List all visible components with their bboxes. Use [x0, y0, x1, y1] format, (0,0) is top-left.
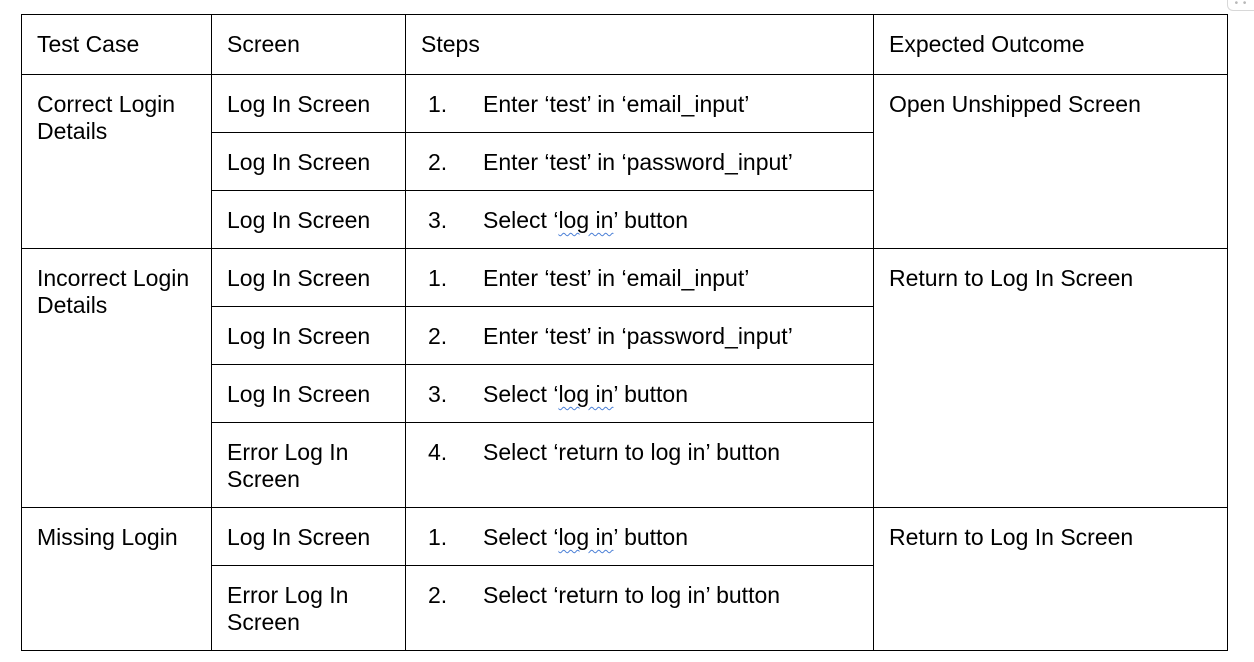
table-row: Log In Screen 3. Select ‘log in’ button	[22, 364, 1228, 423]
header-screen: Screen	[211, 14, 406, 75]
step-number: 2.	[428, 149, 448, 175]
screen-cell: Log In Screen	[211, 306, 406, 365]
table-row: Log In Screen 2. Enter ‘test’ in ‘passwo…	[22, 132, 1228, 191]
screen-cell: Log In Screen	[211, 132, 406, 191]
step-text: Enter ‘test’ in ‘password_input’	[483, 323, 793, 349]
step-number: 4.	[428, 439, 448, 465]
screen-cell: Log In Screen	[211, 248, 406, 307]
screen-cell: Error Log In Screen	[211, 565, 406, 651]
step-text: Enter ‘test’ in ‘email_input’	[483, 91, 750, 117]
header-row: Test Case Screen Steps Expected Outcome	[21, 14, 1228, 75]
step-number: 1.	[428, 524, 448, 550]
screen-cell: Log In Screen	[211, 507, 406, 566]
table-row: Error Log In Screen 4. Select ‘return to…	[22, 422, 1228, 508]
header-expected-outcome: Expected Outcome	[873, 14, 1228, 75]
step-cell: 4. Select ‘return to log in’ button	[405, 422, 874, 508]
expected-outcome-cell: Return to Log In Screen	[873, 248, 1228, 508]
step-cell: 3. Select ‘log in’ button	[405, 190, 874, 249]
screen-cell: Log In Screen	[211, 364, 406, 423]
step-cell: 1. Select ‘log in’ button	[405, 507, 874, 566]
step-text: Enter ‘test’ in ‘email_input’	[483, 265, 750, 291]
test-case-cell: Correct Login Details	[21, 74, 212, 249]
step-number: 2.	[428, 582, 448, 608]
step-cell: 1. Enter ‘test’ in ‘email_input’	[405, 248, 874, 307]
header-steps: Steps	[405, 14, 874, 75]
step-number: 3.	[428, 207, 448, 233]
step-number: 3.	[428, 381, 448, 407]
step-number: 1.	[428, 91, 448, 117]
step-number: 2.	[428, 323, 448, 349]
header-test-case: Test Case	[21, 14, 212, 75]
table-row: Error Log In Screen 2. Select ‘return to…	[22, 565, 1228, 651]
step-text: Select ‘return to log in’ button	[483, 582, 781, 608]
step-number: 1.	[428, 265, 448, 291]
step-text: Select ‘return to log in’ button	[483, 439, 781, 465]
expected-outcome-cell: Open Unshipped Screen	[873, 74, 1228, 249]
step-cell: 1. Enter ‘test’ in ‘email_input’	[405, 74, 874, 133]
step-text: Enter ‘test’ in ‘password_input’	[483, 149, 793, 175]
step-cell: 2. Select ‘return to log in’ button	[405, 565, 874, 651]
test-case-cell: Missing Login	[21, 507, 212, 651]
screen-cell: Log In Screen	[211, 74, 406, 133]
table-row: Correct Login Details Log In Screen 1. E…	[21, 74, 1228, 249]
step-text: Select ‘log in’ button	[483, 524, 689, 550]
step-text: Select ‘log in’ button	[483, 381, 689, 407]
step-cell: 3. Select ‘log in’ button	[405, 364, 874, 423]
test-case-table: Test Case Screen Steps Expected Outcome …	[21, 14, 1228, 651]
test-case-cell: Incorrect Login Details	[21, 248, 212, 508]
step-cell: 2. Enter ‘test’ in ‘password_input’	[405, 306, 874, 365]
step-cell: 2. Enter ‘test’ in ‘password_input’	[405, 132, 874, 191]
screen-cell: Log In Screen	[211, 190, 406, 249]
table-row: Missing Login Log In Screen 1. Select ‘l…	[21, 507, 1228, 651]
expected-outcome-cell: Return to Log In Screen	[873, 507, 1228, 651]
screen-cell: Error Log In Screen	[211, 422, 406, 508]
resize-handle-icon[interactable]: • •	[1227, 0, 1254, 11]
step-text: Select ‘log in’ button	[483, 207, 689, 233]
table-row: Incorrect Login Details Log In Screen 1.…	[21, 248, 1228, 508]
